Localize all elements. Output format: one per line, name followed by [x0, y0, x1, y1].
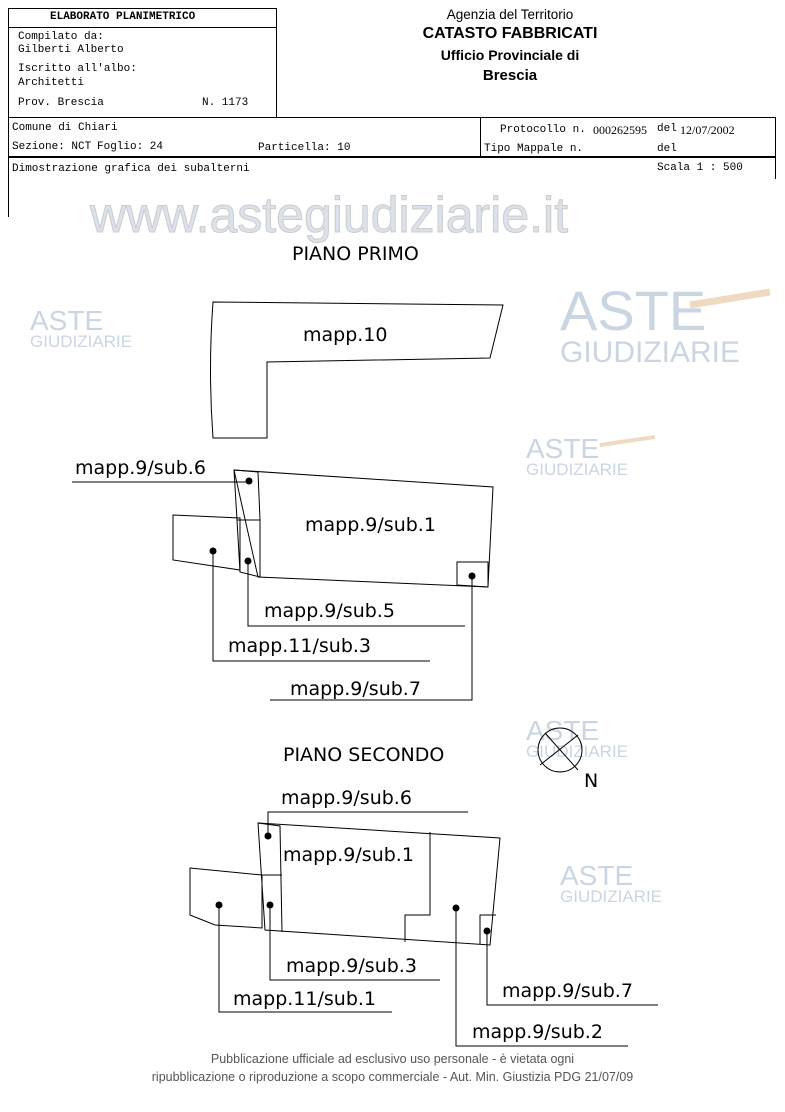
divider	[775, 117, 776, 179]
sub3-outline	[172, 514, 241, 571]
svg-text:ASTE: ASTE	[30, 305, 103, 336]
label-f1-sub1: mapp.9/sub.1	[305, 514, 436, 536]
watermark-site: www.astegiudiziarie.it	[89, 187, 568, 243]
protocollo-date: 12/07/2002	[680, 123, 735, 137]
label-f1-sub7: mapp.9/sub.7	[290, 678, 421, 700]
floor1-title: PIANO PRIMO	[292, 243, 419, 265]
sub5-outline	[236, 519, 261, 578]
svg-text:ASTE: ASTE	[560, 860, 633, 891]
divider	[480, 117, 481, 157]
watermark-logo: ASTE GIUDIZIARIE ASTE GIUDIZIARIE ASTE G…	[30, 187, 771, 906]
label-f2-mapp11-sub1: mapp.11/sub.1	[233, 988, 376, 1010]
compilato-name: Gilberti Alberto	[18, 44, 124, 56]
label-f2-sub6: mapp.9/sub.6	[281, 787, 412, 809]
iscritto-value: Architetti	[18, 77, 85, 89]
divider	[8, 156, 776, 158]
svg-text:GIUDIZIARIE: GIUDIZIARIE	[30, 332, 132, 351]
particella: Particella: 10	[258, 142, 351, 154]
protocollo-label: Protocollo n.	[500, 124, 586, 136]
comune: Comune di Chiari	[12, 122, 118, 134]
scale: Scala 1 : 500	[657, 162, 743, 174]
office-city: Brescia	[482, 67, 538, 84]
sub6-outline	[233, 469, 261, 521]
label-f1-mapp11-sub3: mapp.11/sub.3	[228, 635, 371, 657]
protocollo-value: 000262595	[593, 123, 647, 137]
divider	[8, 117, 776, 118]
divider	[8, 27, 276, 28]
province: Prov. Brescia	[18, 97, 104, 109]
office-label: Ufficio Provinciale di	[440, 47, 580, 63]
sezione: Sezione: NCT	[12, 141, 92, 153]
svg-text:ASTE: ASTE	[526, 433, 599, 464]
left-border	[8, 117, 9, 217]
mapp10-outline	[210, 301, 504, 439]
description: Dimostrazione grafica dei subalterni	[12, 163, 250, 175]
iscritto-label: Iscritto all'albo:	[18, 63, 137, 75]
svg-text:GIUDIZIARIE: GIUDIZIARIE	[560, 887, 662, 906]
footer-line-2: ripubblicazione o riproduzione a scopo c…	[151, 1070, 634, 1084]
compilato-label: Compilato da:	[18, 31, 104, 43]
label-f1-sub5: mapp.9/sub.5	[264, 600, 395, 622]
tipo-mappale-del: del	[657, 143, 677, 155]
svg-text:GIUDIZIARIE: GIUDIZIARIE	[560, 336, 740, 369]
footer-line-1: Pubblicazione ufficiale ad esclusivo uso…	[210, 1052, 575, 1066]
foglio: Foglio: 24	[97, 141, 164, 153]
label-f2-sub2: mapp.9/sub.2	[472, 1021, 603, 1043]
f2-sub1-outline	[257, 822, 501, 946]
catasto-title: CATASTO FABBRICATI	[422, 25, 598, 42]
tipo-mappale: Tipo Mappale n.	[484, 143, 584, 155]
label-f1-sub6: mapp.9/sub.6	[75, 457, 206, 479]
agency-name: Agenzia del Territorio	[446, 7, 574, 22]
label-mapp10: mapp.10	[303, 324, 388, 346]
f2-sub11-outline	[189, 867, 263, 929]
document-title: ELABORATO PLANIMETRICO	[50, 11, 196, 23]
label-f2-sub1: mapp.9/sub.1	[283, 844, 414, 866]
floor2-title: PIANO SECONDO	[283, 744, 444, 766]
svg-text:ASTE: ASTE	[526, 715, 599, 746]
registration-number: N. 1173	[202, 97, 249, 109]
svg-text:ASTE: ASTE	[560, 279, 706, 342]
svg-text:GIUDIZIARIE: GIUDIZIARIE	[526, 742, 628, 761]
north-label: N	[584, 770, 598, 792]
sub7-outline	[456, 561, 489, 588]
label-f2-sub7: mapp.9/sub.7	[502, 980, 633, 1002]
svg-text:GIUDIZIARIE: GIUDIZIARIE	[526, 460, 628, 479]
label-f2-sub3: mapp.9/sub.3	[286, 955, 417, 977]
protocollo-del-label: del	[657, 123, 677, 135]
